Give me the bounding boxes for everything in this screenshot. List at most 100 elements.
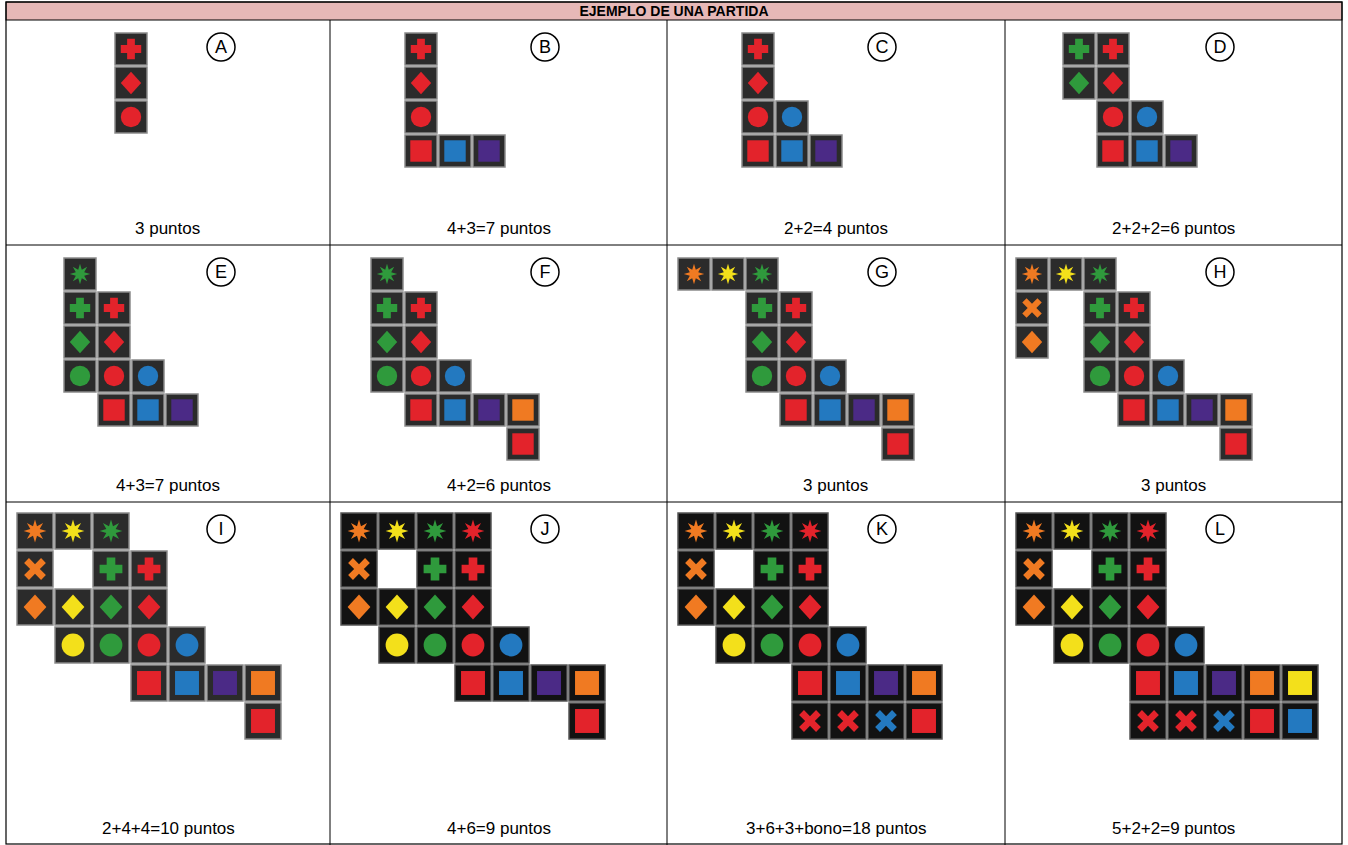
tile [1118,360,1150,392]
tile [455,589,491,625]
score-label: 2+2=4 puntos [784,219,888,239]
tile-face [1131,101,1163,133]
tile [405,135,437,167]
tile [1118,326,1150,358]
tile [17,589,53,625]
circle-shape [1175,634,1198,657]
tile [882,428,914,460]
tile [792,513,828,549]
tile [569,703,605,739]
table-frame [6,2,1342,844]
tile-face [379,513,415,549]
panel-letter: B [530,32,560,62]
score-label: 5+2+2=9 puntos [1112,819,1235,839]
square-shape [1174,671,1198,695]
diamond-shape [62,594,85,619]
tile-face [1130,551,1166,587]
panel-letter: K [867,514,897,544]
square-shape [1288,709,1312,733]
circle-shape [500,634,523,657]
tile [405,394,437,426]
tile-face [1168,665,1204,701]
tile-face [169,665,205,701]
tile-face [678,258,710,290]
diamond-shape [462,594,485,619]
tile [245,665,281,701]
cross-shape [424,558,447,581]
panel-letter: C [867,32,897,62]
star-shape [1023,520,1046,543]
tile-face [1054,627,1090,663]
tile-face [754,589,790,625]
star-shape [348,520,371,543]
tile [1050,258,1082,290]
circle-shape [1099,634,1122,657]
diamond-shape [1022,331,1042,353]
cross-shape [70,298,90,318]
cross-shape [1090,298,1110,318]
star-shape [761,520,784,543]
square-shape [887,433,908,454]
tile-face [1084,326,1116,358]
tile-face [814,394,846,426]
tile [742,135,774,167]
square-shape [912,709,936,733]
tile [780,394,812,426]
tile [814,360,846,392]
tile [1063,33,1095,65]
tile-face [1097,33,1129,65]
tile [1168,627,1204,663]
tile-face [1016,551,1052,587]
tile-face [1168,703,1204,739]
tile [379,513,415,549]
panel-letter-text: G [867,257,897,287]
tile-face [1118,360,1150,392]
diamond-shape [100,594,123,619]
diamond-shape [761,594,784,619]
diamond-shape [411,331,431,353]
tile [792,665,828,701]
tile [55,513,91,549]
tile-face [93,589,129,625]
square-shape [1170,140,1191,161]
tile-face [1016,292,1048,324]
tile [776,135,808,167]
tile [341,513,377,549]
circle-shape [176,634,199,657]
tile [131,589,167,625]
diamond-shape [748,72,768,94]
tile-face [405,326,437,358]
tile-face [1016,326,1048,358]
score-label: 4+6=9 puntos [447,819,551,839]
circle-shape [782,107,802,127]
tile [780,326,812,358]
tile [678,551,714,587]
square-shape [461,671,485,695]
square-shape [1157,399,1178,420]
tile [1016,326,1048,358]
tile-face [169,627,205,663]
tile [1130,551,1166,587]
tile-face [439,394,471,426]
square-shape [1212,671,1236,695]
tile-face [1092,627,1128,663]
square-shape [575,709,599,733]
tile [98,326,130,358]
star-shape [1056,264,1076,284]
tile [439,394,471,426]
circle-shape [1137,107,1157,127]
tile-face [341,589,377,625]
tile-face [1220,428,1252,460]
tile [493,627,529,663]
tile-face [405,33,437,65]
tile [848,394,880,426]
circle-outline [868,33,896,61]
tile-face [131,589,167,625]
star-shape [386,520,409,543]
square-shape [575,671,599,695]
tile [1092,627,1128,663]
tile [1220,428,1252,460]
tile [166,394,198,426]
tile-face [405,360,437,392]
tile [455,551,491,587]
